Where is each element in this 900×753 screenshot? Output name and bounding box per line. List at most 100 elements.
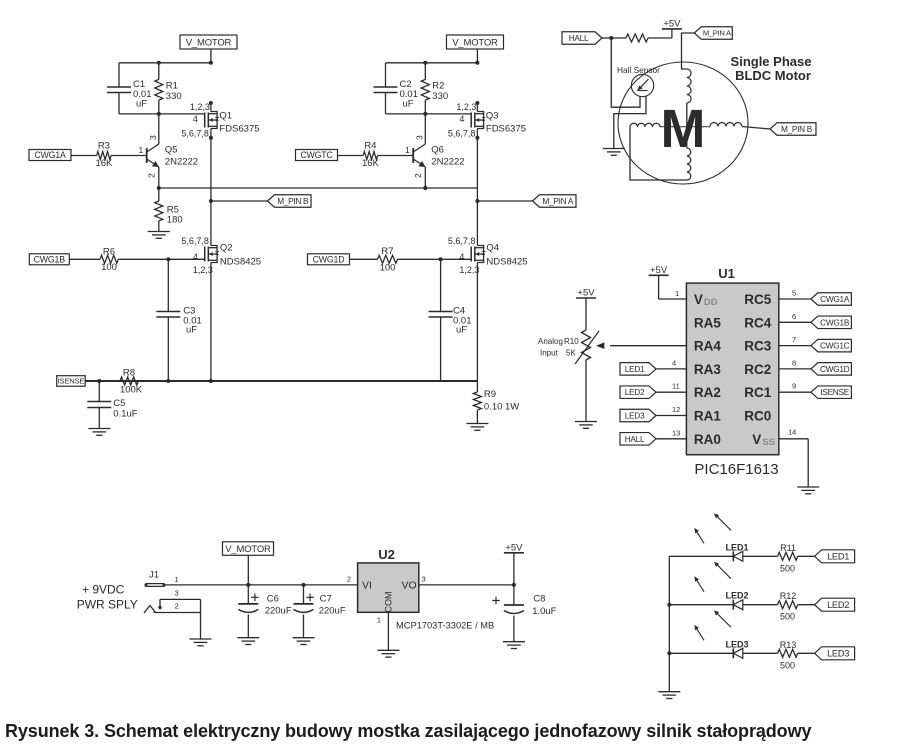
svg-text:V: V [694,292,703,307]
svg-text:Input: Input [540,349,559,358]
svg-text:4: 4 [459,252,464,262]
svg-text:500: 500 [780,660,795,670]
svg-text:Q3: Q3 [486,111,499,122]
svg-text:R3: R3 [98,141,110,152]
svg-text:LED3: LED3 [725,639,748,649]
svg-text:+5V: +5V [577,288,595,299]
svg-text:16K: 16K [95,158,113,169]
svg-text:1: 1 [675,289,679,298]
svg-text:uF: uF [456,325,467,336]
svg-text:3: 3 [414,135,424,140]
svg-text:4: 4 [193,252,198,262]
svg-text:Q1: Q1 [219,111,232,122]
svg-text:0.01: 0.01 [453,316,472,327]
svg-text:1,2,3: 1,2,3 [459,265,479,275]
svg-text:11: 11 [672,382,680,391]
svg-text:R8: R8 [123,368,135,379]
svg-text:RA1: RA1 [694,409,721,424]
svg-text:ISENSE: ISENSE [58,377,85,386]
svg-text:C7: C7 [320,594,332,605]
svg-text:M_PIN A: M_PIN A [542,196,573,206]
svg-text:1.0uF: 1.0uF [532,606,556,617]
svg-text:3: 3 [175,589,179,598]
svg-text:U1: U1 [718,266,735,281]
svg-text:DD: DD [704,297,718,308]
svg-text:1,2,3: 1,2,3 [190,102,210,112]
svg-text:LED2: LED2 [827,600,849,610]
svg-text:LED1: LED1 [625,364,645,374]
svg-text:3: 3 [422,575,426,584]
svg-text:2: 2 [413,173,423,178]
svg-text:BLDC Motor: BLDC Motor [735,68,811,83]
svg-text:C3: C3 [183,306,195,317]
svg-text:J1: J1 [149,570,159,581]
svg-text:RC0: RC0 [744,409,771,424]
svg-text:500: 500 [780,563,795,573]
svg-text:uF: uF [403,99,414,110]
svg-text:M: M [661,99,706,159]
svg-text:FDS6375: FDS6375 [219,124,259,135]
svg-text:9: 9 [792,382,796,391]
svg-text:SS: SS [762,437,775,448]
svg-text:R11: R11 [780,543,796,553]
svg-text:13: 13 [672,428,680,437]
svg-text:5,6,7,8: 5,6,7,8 [448,129,476,139]
svg-text:RA2: RA2 [694,385,721,400]
svg-text:1: 1 [405,145,410,155]
svg-text:R12: R12 [780,591,797,601]
svg-text:M_PIN A: M_PIN A [703,29,732,38]
svg-text:330: 330 [432,91,448,102]
svg-text:Q5: Q5 [165,145,178,156]
svg-text:C5: C5 [113,398,125,409]
svg-text:R5: R5 [167,205,179,216]
svg-text:V_MOTOR: V_MOTOR [452,37,498,48]
svg-text:R10: R10 [564,337,579,346]
svg-text:LED2: LED2 [725,591,748,601]
svg-text:RC3: RC3 [744,339,771,354]
svg-text:+5V: +5V [650,265,668,276]
svg-text:CWG1A: CWG1A [34,150,66,160]
svg-text:1: 1 [377,616,381,625]
svg-text:uF: uF [186,325,197,336]
svg-text:8: 8 [792,358,796,367]
svg-text:LED1: LED1 [827,552,849,562]
svg-text:0.10 1W: 0.10 1W [484,402,519,413]
svg-text:RC1: RC1 [744,385,771,400]
svg-text:R13: R13 [780,640,797,650]
svg-text:500: 500 [780,612,795,622]
svg-text:Analog: Analog [538,337,563,346]
svg-text:RA5: RA5 [694,315,721,330]
svg-text:CWG1D: CWG1D [313,254,345,264]
svg-text:CWG1B: CWG1B [34,254,66,264]
svg-text:CWG1B: CWG1B [820,317,850,327]
svg-text:LED3: LED3 [827,649,849,659]
svg-text:V_MOTOR: V_MOTOR [186,37,232,48]
svg-text:PWR SPLY: PWR SPLY [77,598,138,612]
svg-text:RC4: RC4 [744,315,771,330]
svg-text:RC5: RC5 [744,292,771,307]
svg-text:FDS6375: FDS6375 [486,124,526,135]
svg-text:100: 100 [101,262,117,273]
svg-text:R7: R7 [381,246,393,257]
svg-text:RC2: RC2 [744,362,771,377]
svg-text:V: V [752,432,761,447]
svg-text:HALL: HALL [625,434,645,444]
svg-text:14: 14 [788,428,796,437]
svg-text:VO: VO [402,580,417,592]
svg-text:+5V: +5V [505,542,523,553]
svg-text:+ 9VDC: + 9VDC [82,583,125,597]
svg-text:0.01: 0.01 [183,316,202,327]
svg-text:+5V: +5V [663,18,681,29]
svg-text:M_PIN B: M_PIN B [277,196,309,206]
svg-text:RA3: RA3 [694,362,721,377]
svg-text:3: 3 [148,135,158,140]
svg-text:4: 4 [459,114,464,124]
svg-text:C8: C8 [533,594,545,605]
svg-text:C2: C2 [400,79,412,90]
svg-text:16K: 16K [362,158,380,169]
svg-text:2N2222: 2N2222 [165,157,198,168]
svg-text:C6: C6 [267,594,279,605]
svg-text:RA0: RA0 [694,432,721,447]
svg-text:330: 330 [166,91,182,102]
svg-text:ISENSE: ISENSE [820,387,849,397]
